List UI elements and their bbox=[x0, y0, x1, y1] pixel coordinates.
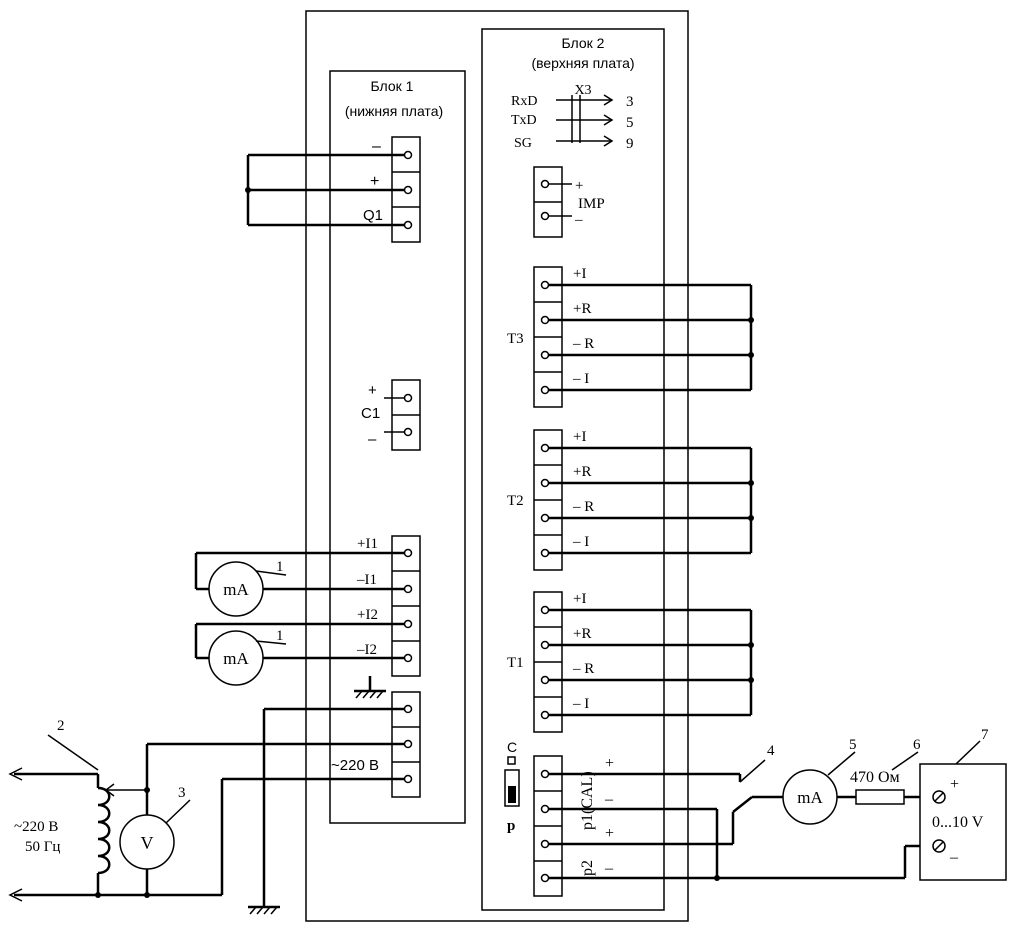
svg-text:+I: +I bbox=[573, 591, 586, 607]
x3-signal-sg: SG bbox=[514, 136, 532, 151]
power-terminal: ~220 В bbox=[147, 676, 421, 915]
callout-2: 2 bbox=[57, 718, 65, 734]
svg-text:+I: +I bbox=[573, 266, 586, 282]
sensor-t3-label: T3 bbox=[507, 331, 524, 347]
x3-signal-txd: TxD bbox=[511, 113, 537, 128]
sensor-t2-label: T2 bbox=[507, 493, 524, 509]
svg-text:V: V bbox=[141, 833, 154, 853]
block2-subtitle: (верхняя плата) bbox=[531, 55, 634, 71]
callout-5: 5 bbox=[849, 737, 857, 753]
svg-text:+: + bbox=[605, 825, 614, 842]
block2-title: Блок 2 bbox=[562, 35, 605, 51]
x3-signal-rxd: RxD bbox=[511, 94, 537, 109]
sensor-t2-terminal: T2 +I +R – R – I bbox=[507, 429, 754, 571]
switch-label-p: p bbox=[507, 818, 515, 834]
svg-text:+R: +R bbox=[573, 464, 591, 480]
i2-plus-label: +I2 bbox=[357, 607, 378, 623]
imp-label: IMP bbox=[578, 196, 605, 212]
p-channels-terminal: p1(CAL) p2 + – + – 4 bbox=[533, 743, 932, 897]
imp-terminal: + IMP – bbox=[533, 166, 605, 238]
x3-pin-3: 3 bbox=[626, 94, 634, 110]
q1-terminal: – + Q1 bbox=[245, 136, 421, 243]
c1-label: C1 bbox=[361, 405, 380, 422]
imp-minus: – bbox=[574, 212, 583, 228]
sensor-t3-terminal: T3 +I +R – R – I bbox=[507, 266, 754, 408]
block1-outline bbox=[329, 70, 466, 824]
x3-pin-9: 9 bbox=[626, 136, 634, 152]
i1-minus-label: –I1 bbox=[356, 572, 377, 588]
callout-4: 4 bbox=[767, 743, 775, 759]
callout-3: 3 bbox=[178, 785, 186, 801]
svg-text:– I: – I bbox=[572, 696, 589, 712]
c1-terminal: + C1 – bbox=[361, 379, 421, 451]
callout-1b: 1 bbox=[276, 628, 284, 644]
cal-switch: C p bbox=[504, 739, 520, 834]
source-plus: + bbox=[950, 776, 959, 793]
block1-subtitle: (нижняя плата) bbox=[345, 103, 443, 119]
sensor-t1-label: T1 bbox=[507, 655, 524, 671]
svg-text:mA: mA bbox=[223, 580, 249, 599]
resistor-value: 470 Ом bbox=[850, 769, 900, 786]
voltage-source-7: + 0...10 V – 7 bbox=[919, 727, 1007, 881]
svg-text:+R: +R bbox=[573, 301, 591, 317]
callout-7: 7 bbox=[981, 727, 989, 743]
svg-text:mA: mA bbox=[797, 788, 823, 807]
current-outputs-terminal: +I1 –I1 +I2 –I2 bbox=[194, 535, 421, 677]
c1-minus: – bbox=[368, 431, 377, 448]
mains-supply: ~220 В 50 Гц 2 bbox=[8, 718, 222, 902]
i1-plus-label: +I1 bbox=[357, 536, 378, 552]
c1-plus: + bbox=[368, 382, 377, 399]
milliammeter-5: mA 5 bbox=[782, 737, 857, 825]
imp-plus: + bbox=[575, 178, 583, 194]
source-minus: – bbox=[949, 849, 959, 866]
svg-text:mA: mA bbox=[223, 649, 249, 668]
q1-minus: – bbox=[372, 138, 381, 155]
mains-voltage: ~220 В bbox=[14, 819, 58, 835]
p1-label: p1(CAL) bbox=[579, 771, 596, 830]
x3-pin-5: 5 bbox=[626, 115, 634, 131]
voltmeter-3: V 3 bbox=[119, 785, 191, 870]
svg-text:– R: – R bbox=[572, 499, 594, 515]
q1-label: Q1 bbox=[363, 207, 383, 224]
milliammeter-1b: mA bbox=[208, 630, 264, 686]
block2-outline bbox=[481, 28, 665, 911]
mains-frequency: 50 Гц bbox=[25, 839, 60, 855]
resistor-6: 470 Ом 6 bbox=[850, 737, 921, 805]
svg-text:– R: – R bbox=[572, 661, 594, 677]
svg-text:– I: – I bbox=[572, 371, 589, 387]
source-range: 0...10 V bbox=[932, 814, 984, 831]
sensor-t1-terminal: T1 +I +R – R – I bbox=[507, 591, 754, 733]
svg-text:+I: +I bbox=[573, 429, 586, 445]
svg-text:– I: – I bbox=[572, 534, 589, 550]
power-terminal-label: ~220 В bbox=[331, 757, 379, 774]
p2-label: p2 bbox=[579, 860, 596, 876]
milliammeter-1a: mA bbox=[208, 561, 264, 617]
svg-text:–: – bbox=[604, 860, 614, 877]
svg-text:+: + bbox=[605, 755, 614, 772]
svg-text:–: – bbox=[604, 791, 614, 808]
i2-minus-label: –I2 bbox=[356, 642, 377, 658]
switch-label-c: C bbox=[507, 739, 517, 755]
callout-1a: 1 bbox=[276, 559, 284, 575]
q1-plus: + bbox=[370, 173, 379, 190]
block1-title: Блок 1 bbox=[371, 78, 414, 94]
x3-label: X3 bbox=[574, 83, 591, 98]
device-housing bbox=[305, 10, 689, 922]
svg-text:+R: +R bbox=[573, 626, 591, 642]
svg-text:– R: – R bbox=[572, 336, 594, 352]
callout-6: 6 bbox=[913, 737, 921, 753]
x3-interface: X3 RxD TxD SG 3 5 9 bbox=[511, 83, 634, 152]
